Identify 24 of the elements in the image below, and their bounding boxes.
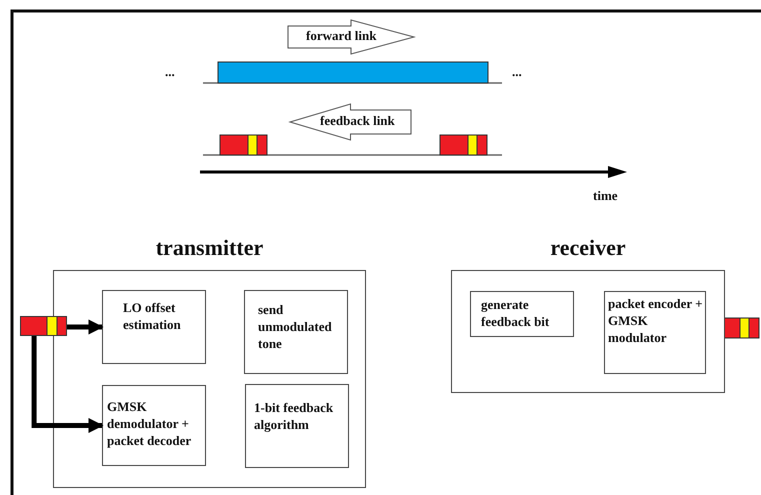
box-label: 1-bit feedback algorithm xyxy=(254,399,334,433)
process-box xyxy=(604,291,706,374)
axis-label: time xyxy=(593,188,618,204)
feedback-link-arrow xyxy=(290,104,411,140)
box-label: send unmodulated tone xyxy=(258,301,333,352)
box-label: packet encoder + GMSK modulator xyxy=(608,295,703,346)
heading: transmitter xyxy=(154,235,264,261)
forward-link-arrow xyxy=(288,20,414,54)
process-box xyxy=(244,290,348,374)
box-label: GMSK demodulator + packet decoder xyxy=(107,398,192,449)
arrow xyxy=(67,320,104,334)
arrow xyxy=(32,336,104,433)
process-box xyxy=(470,291,574,337)
box-label: generate feedback bit xyxy=(481,296,550,330)
data-packet xyxy=(20,316,67,336)
process-box xyxy=(245,384,349,468)
process-box xyxy=(102,385,206,466)
ellipsis: ... xyxy=(165,64,175,80)
process-box xyxy=(102,290,206,364)
ellipsis: ... xyxy=(512,64,522,80)
heading: receiver xyxy=(549,235,627,261)
arrow-label: forward link xyxy=(306,28,376,44)
box-label: LO offset estimation xyxy=(123,299,182,333)
arrow-label: feedback link xyxy=(320,113,395,129)
